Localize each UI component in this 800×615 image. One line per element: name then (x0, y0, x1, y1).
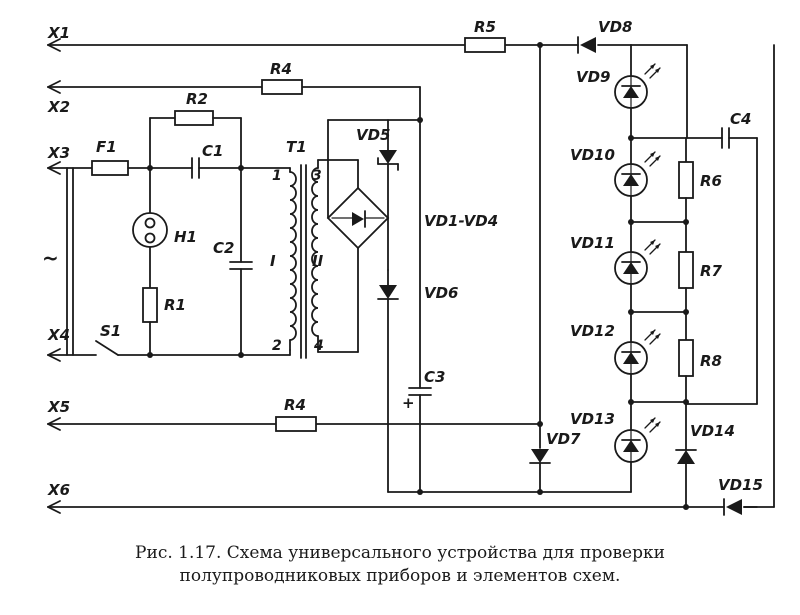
label-vd8: VD8 (598, 18, 633, 36)
rectifier (261, 79, 632, 495)
resistor-r4-top (261, 79, 303, 95)
label-r5: R5 (474, 18, 496, 36)
label-winding-2: 2 (272, 338, 282, 354)
resistor-r8 (678, 339, 694, 377)
label-c4: C4 (730, 110, 751, 128)
label-h1: H1 (174, 228, 197, 246)
terminal-x2: X2 (47, 98, 70, 116)
label-vd9: VD9 (576, 68, 611, 86)
label-vd12: VD12 (570, 322, 615, 340)
resistor-r7 (678, 251, 694, 289)
resistor-r6 (678, 161, 694, 199)
label-vd11: VD11 (570, 234, 615, 252)
label-r7: R7 (700, 262, 723, 280)
terminal-x4: X4 (47, 326, 70, 344)
figure-caption-line-2: полупроводниковых приборов и элементов с… (179, 566, 621, 586)
label-vd7: VD7 (546, 430, 581, 448)
label-s1: S1 (100, 322, 121, 340)
label-r8: R8 (700, 352, 722, 370)
label-f1: F1 (96, 138, 117, 156)
label-t1: T1 (286, 138, 307, 156)
label-r1: R1 (164, 296, 186, 314)
label-vd6: VD6 (424, 284, 459, 302)
label-r4-top: R4 (270, 60, 292, 78)
label-vd10: VD10 (570, 146, 615, 164)
ac-symbol: ~ (42, 246, 59, 270)
label-r6: R6 (700, 172, 722, 190)
label-c2: C2 (213, 239, 234, 257)
label-vd5: VD5 (356, 126, 391, 144)
label-winding-ii: II (312, 252, 324, 270)
label-winding-4: 4 (313, 338, 324, 354)
label-r4-bottom: R4 (284, 396, 306, 414)
led-column (614, 44, 775, 516)
label-winding-i: I (270, 252, 276, 270)
label-r2: R2 (186, 90, 208, 108)
terminal-x1: X1 (47, 24, 70, 42)
label-vd14: VD14 (690, 422, 735, 440)
label-c1: C1 (202, 142, 223, 160)
resistor-r1 (142, 287, 158, 323)
labels: X1 X2 X3 X4 X5 X6 ~ F1 S1 H1 R1 R2 C1 C2… (42, 18, 763, 499)
terminal-x3: X3 (47, 144, 70, 162)
label-winding-1: 1 (272, 168, 282, 184)
terminal-lines (47, 38, 758, 514)
fuse-f1 (91, 160, 129, 176)
primary-circuit (91, 110, 291, 358)
figure-caption-line-1: Рис. 1.17. Схема универсального устройст… (135, 543, 665, 563)
transformer-t1 (289, 159, 359, 359)
terminal-x6: X6 (47, 481, 70, 499)
label-vd15: VD15 (718, 476, 763, 494)
label-vd13: VD13 (570, 410, 615, 428)
resistor-r5 (464, 37, 506, 53)
output-circuit (275, 36, 596, 495)
resistor-r4-bottom (275, 416, 317, 432)
terminal-x5: X5 (47, 398, 70, 416)
resistor-r2 (174, 110, 214, 126)
label-c3: C3 (424, 368, 445, 386)
label-winding-3: 3 (312, 168, 322, 184)
label-c3-plus: + (402, 394, 415, 412)
label-vd1-vd4: VD1-VD4 (424, 212, 498, 230)
